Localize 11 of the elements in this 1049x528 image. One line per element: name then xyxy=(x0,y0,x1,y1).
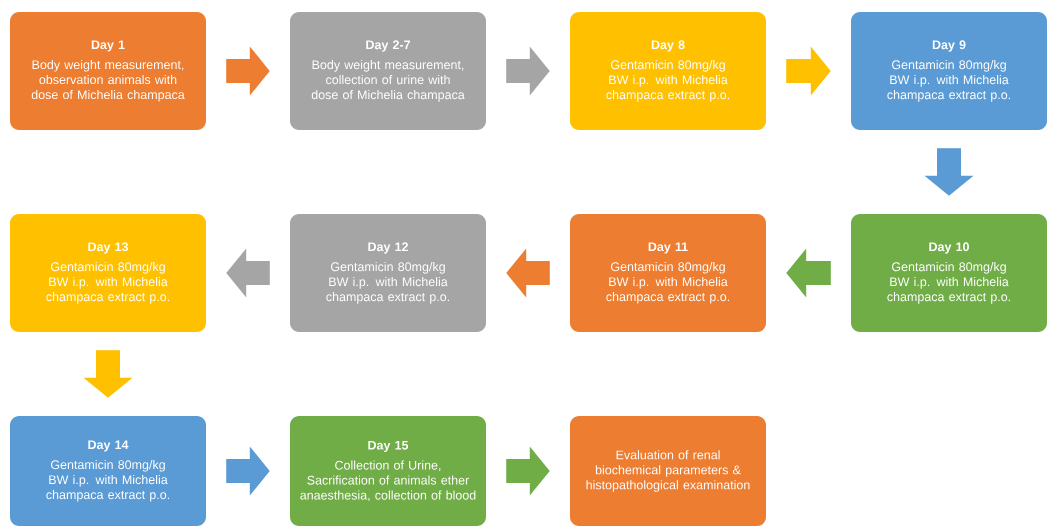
process-box: Day 15 Collection of Urine, Sacrification of animals ether anaesthesia, collection of blood xyxy=(290,416,486,526)
process-box: Day 12 Gentamicin 80mg/kg BW i.p. with Michelia champaca extract p.o. xyxy=(290,214,486,332)
process-box: Day 2-7 Body weight measurement, collection of urine with dose of Michelia champaca xyxy=(290,12,486,130)
process-box: Day 10 Gentamicin 80mg/kg BW i.p. with Michelia champaca extract p.o. xyxy=(851,214,1047,332)
process-box: Day 13 Gentamicin 80mg/kg BW i.p. with Michelia champaca extract p.o. xyxy=(10,214,206,332)
process-box: Day 8 Gentamicin 80mg/kg BW i.p. with Michelia champaca extract p.o. xyxy=(570,12,766,130)
process-box: Day 1 Body weight measurement, observation animals with dose of Michelia champaca xyxy=(10,12,206,130)
process-box: Evaluation of renal biochemical parameters & histopathological examination xyxy=(570,416,766,526)
process-box: Day 9 Gentamicin 80mg/kg BW i.p. with Michelia champaca extract p.o. xyxy=(851,12,1047,130)
process-box: Day 11 Gentamicin 80mg/kg BW i.p. with Michelia champaca extract p.o. xyxy=(570,214,766,332)
process-box: Day 14 Gentamicin 80mg/kg BW i.p. with Michelia champaca extract p.o. xyxy=(10,416,206,526)
